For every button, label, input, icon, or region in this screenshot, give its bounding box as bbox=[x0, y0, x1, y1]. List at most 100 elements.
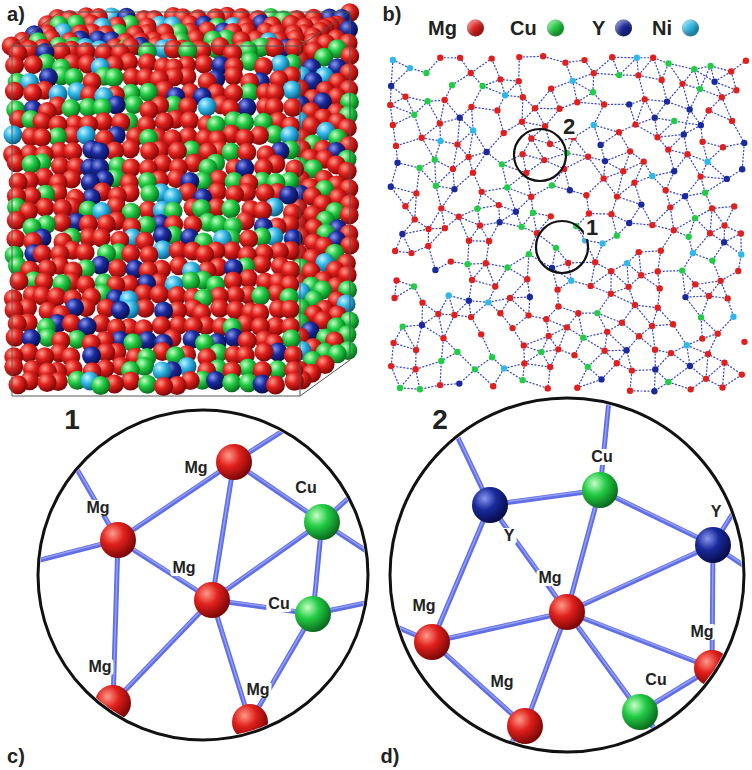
atom-sphere bbox=[194, 582, 230, 618]
atom-dot bbox=[440, 335, 446, 341]
bond-highlight bbox=[432, 611, 567, 641]
bond-line bbox=[682, 271, 685, 298]
bond-line bbox=[685, 177, 701, 197]
atom-dot bbox=[649, 323, 655, 329]
atom-dot bbox=[735, 268, 741, 274]
highlight-circle bbox=[536, 221, 588, 273]
atom-dot bbox=[642, 96, 648, 102]
atom-dot bbox=[526, 251, 532, 257]
bond-line bbox=[712, 242, 724, 260]
bond-line bbox=[471, 107, 497, 111]
bond-line bbox=[638, 58, 653, 76]
bond-line bbox=[422, 124, 440, 138]
bond-line bbox=[573, 137, 588, 156]
bond-line bbox=[583, 338, 604, 351]
atom-dot bbox=[581, 57, 587, 63]
atom-dot bbox=[479, 83, 485, 89]
atom-dot bbox=[733, 87, 739, 93]
bond-line bbox=[486, 263, 495, 286]
bond-line bbox=[391, 163, 398, 187]
bond-line bbox=[611, 294, 635, 305]
bond-line bbox=[519, 56, 543, 58]
bond-line bbox=[391, 60, 393, 86]
atom-dot bbox=[402, 94, 408, 100]
atom-dot bbox=[477, 222, 483, 228]
bond-line bbox=[594, 57, 613, 73]
bond-line bbox=[693, 233, 710, 253]
bond-line bbox=[391, 366, 400, 388]
atom-dot bbox=[470, 169, 476, 175]
atom-dot bbox=[388, 183, 394, 189]
atom-dot bbox=[585, 364, 591, 370]
bond-line bbox=[436, 186, 441, 209]
bond-line bbox=[710, 208, 712, 233]
bond-stick bbox=[712, 668, 752, 720]
bond-line bbox=[502, 154, 523, 164]
atom-sphere bbox=[105, 68, 124, 87]
bond-line bbox=[617, 171, 623, 196]
atom-sphere bbox=[121, 372, 140, 391]
atom-dot bbox=[412, 366, 418, 372]
atom-dot bbox=[412, 216, 418, 222]
bond-line bbox=[438, 314, 443, 338]
atom-label: Mg bbox=[536, 570, 563, 586]
callout-number: 2 bbox=[561, 116, 577, 138]
atom-dot bbox=[397, 385, 403, 391]
atom-dot bbox=[586, 210, 592, 216]
bond-line bbox=[711, 66, 732, 72]
bond-line bbox=[578, 313, 583, 337]
legend-text: Ni bbox=[652, 17, 672, 40]
atom-dot bbox=[697, 86, 703, 92]
atom-sphere bbox=[5, 56, 24, 75]
atom-sphere bbox=[6, 229, 25, 248]
atom-dot bbox=[399, 231, 405, 237]
atom-dot bbox=[608, 211, 614, 217]
bond-line bbox=[712, 261, 720, 281]
atom-sphere bbox=[265, 38, 284, 57]
bond-line bbox=[548, 367, 550, 388]
atom-sphere bbox=[111, 301, 130, 320]
bond-line bbox=[510, 279, 527, 298]
bond-stick bbox=[432, 505, 490, 642]
atom-sphere bbox=[304, 504, 340, 540]
bond-stick bbox=[567, 490, 600, 612]
bond-line bbox=[577, 102, 604, 104]
atom-dot bbox=[692, 215, 698, 221]
atom-dot bbox=[489, 354, 495, 360]
bond-line bbox=[725, 206, 735, 225]
atom-dot bbox=[391, 295, 397, 301]
atom-dot bbox=[738, 251, 744, 257]
atom-label: Cu bbox=[643, 672, 668, 688]
atom-dot bbox=[574, 99, 580, 105]
bond-line bbox=[617, 183, 634, 197]
atom-dot bbox=[665, 379, 671, 385]
bond-line bbox=[510, 298, 529, 315]
atom-label: Y bbox=[709, 504, 724, 520]
bond-line bbox=[619, 58, 637, 75]
atom-dot bbox=[464, 261, 470, 267]
atom-dot bbox=[437, 138, 443, 144]
bond-line bbox=[658, 270, 683, 272]
bond-line bbox=[588, 351, 605, 367]
atom-dot bbox=[684, 151, 690, 157]
atom-sphere bbox=[216, 444, 252, 480]
atom-sphere bbox=[61, 99, 80, 118]
legend-entry: Y bbox=[592, 17, 632, 40]
atom-dot bbox=[614, 193, 620, 199]
atom-dot bbox=[454, 349, 460, 355]
bond-line bbox=[472, 280, 495, 287]
bond-line bbox=[391, 187, 417, 194]
atom-dot bbox=[541, 157, 547, 163]
atom-sphere bbox=[108, 259, 127, 278]
bond-line bbox=[471, 86, 482, 107]
bond-line bbox=[670, 207, 673, 230]
atom-dot bbox=[567, 187, 573, 193]
atom-dot bbox=[731, 203, 737, 209]
bond-line bbox=[535, 89, 551, 109]
atom-box bbox=[2, 3, 360, 396]
bond-line bbox=[507, 187, 531, 196]
atom-dot bbox=[525, 312, 531, 318]
bond-line bbox=[526, 160, 544, 173]
panel-label: c) bbox=[5, 746, 27, 766]
panel-label: a) bbox=[5, 4, 27, 24]
